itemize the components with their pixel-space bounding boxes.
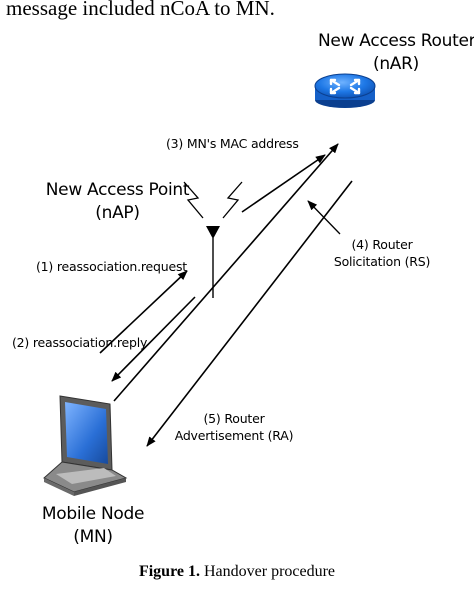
mobile-node-name: Mobile Node [41,504,145,524]
message-4-label: (4) Router Solicitation (RS) [320,236,444,270]
arrow-5-router-advertisement [146,180,353,447]
router-icon [314,73,376,108]
mobile-node-abbrev: (MN) [73,527,113,547]
mobile-node-title: Mobile Node (MN) [28,503,158,549]
laptop-icon [43,395,128,496]
router-name: New Access Router [318,31,474,51]
arrow-rs-to-router [113,143,339,402]
router-abbrev: (nAR) [373,54,419,74]
preceding-text: message included nCoA to MN. [6,0,275,20]
access-point-name: New Access Point [45,180,190,200]
message-5-line1: (5) Router [203,411,265,426]
message-5-label: (5) Router Advertisement (RA) [168,410,300,444]
figure-caption-text: Handover procedure [199,563,336,580]
message-4-line2: Solicitation (RS) [333,254,431,269]
message-4-line1: (4) Router [351,237,413,252]
message-1-label: (1) reassociation.request [36,259,188,274]
figure-caption-label: Figure 1. [138,563,200,580]
antenna-icon [183,181,243,298]
arrow-3-mac-address [241,154,326,213]
arrow-2-reassociation-reply [111,296,196,382]
message-3-label: (3) MN's MAC address [166,136,299,151]
router-title: New Access Router (nAR) [318,30,474,76]
figure-caption: Figure 1. Handover procedure [0,563,474,581]
access-point-title: New Access Point (nAP) [40,179,195,225]
access-point-abbrev: (nAP) [95,203,140,223]
message-2-label: (2) reassociation.reply [12,335,148,350]
arrow-1-reassociation-request [99,270,188,354]
message-5-line2: Advertisement (RA) [174,428,294,443]
